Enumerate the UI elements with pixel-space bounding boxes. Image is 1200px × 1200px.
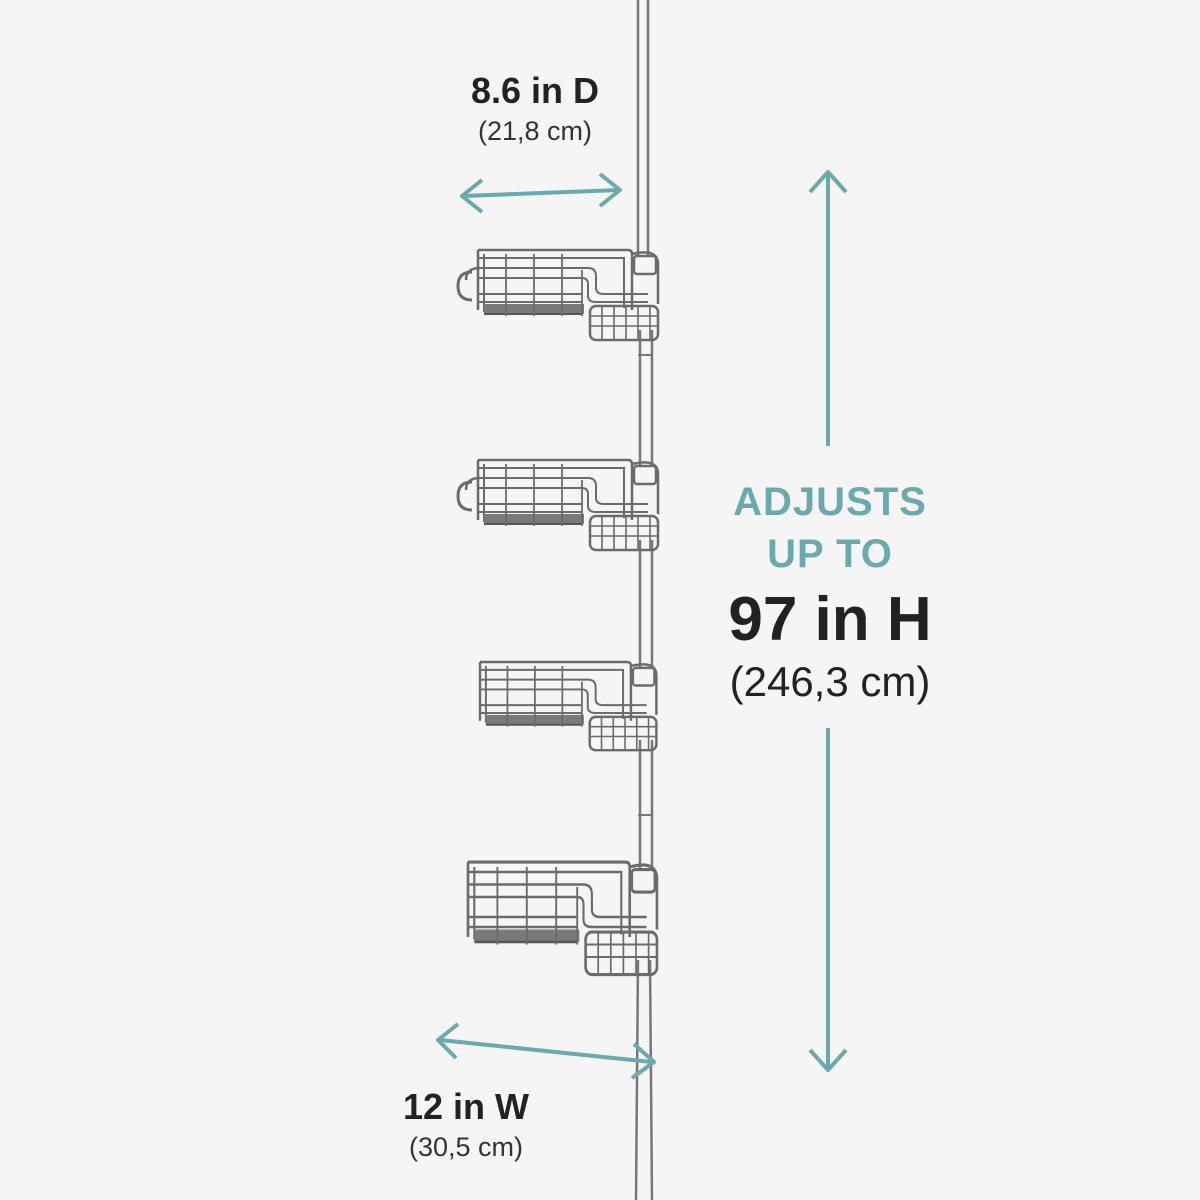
double-arrow-vertical-icon <box>808 170 848 1072</box>
width-label: 12 in W <box>402 1086 530 1127</box>
height-metric-label: (246,3 cm) <box>729 658 931 705</box>
depth-metric-label: (21,8 cm) <box>477 116 593 146</box>
up-to-label: UP TO <box>767 532 893 576</box>
shelf-basket-2 <box>476 458 660 552</box>
width-metric-label: (30,5 cm) <box>408 1132 524 1162</box>
tension-pole <box>634 0 654 1200</box>
shelf-basket-1 <box>476 248 660 342</box>
shelf-basket-3 <box>478 660 658 752</box>
adjusts-label: ADJUSTS <box>733 480 927 524</box>
double-arrow-horizontal-icon <box>460 172 622 214</box>
shelf-hook-2 <box>456 476 482 512</box>
depth-label: 8.6 in D <box>470 70 600 111</box>
double-arrow-horizontal-icon <box>436 1022 656 1080</box>
height-label: 97 in H <box>728 585 932 654</box>
shelf-hook-1 <box>456 266 482 302</box>
shelf-basket-4 <box>466 860 659 977</box>
